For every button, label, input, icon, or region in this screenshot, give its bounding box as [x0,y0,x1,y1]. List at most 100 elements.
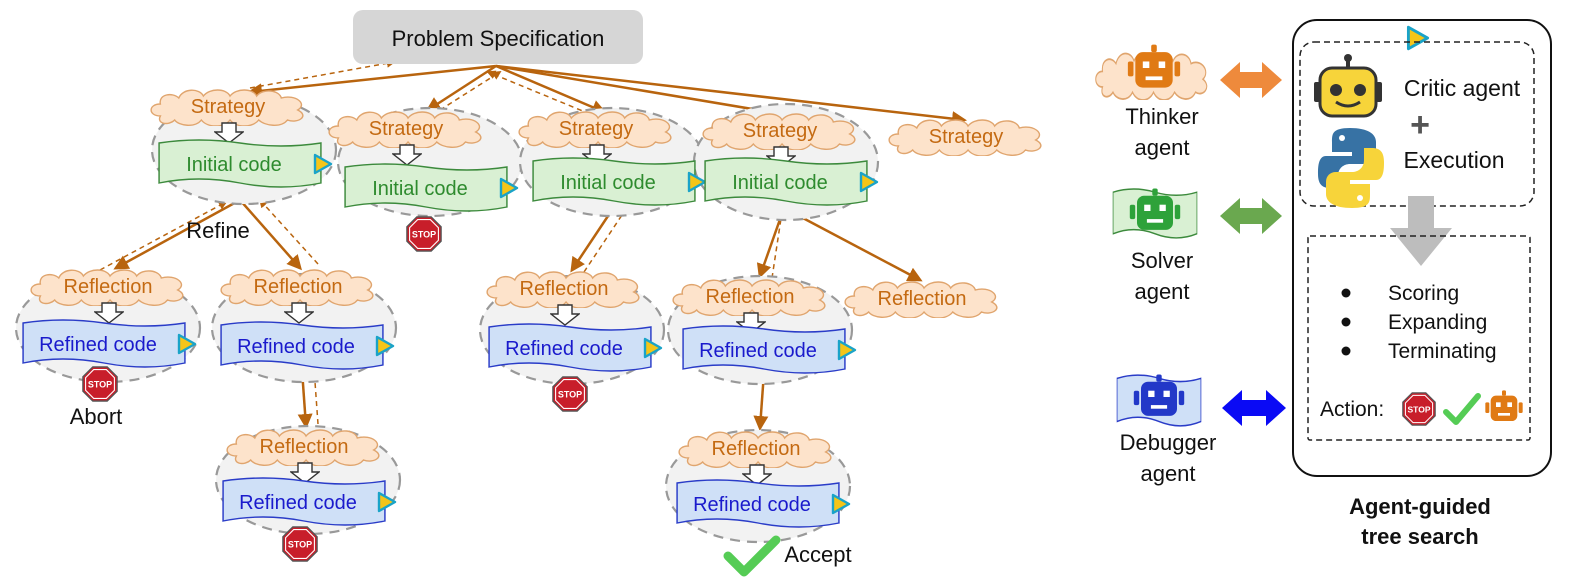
reflection-label: Reflection [520,278,609,300]
node-refined-code: Refined code [676,479,851,528]
refine-label: Refine [186,218,250,243]
tree-search-panel: Critic agent + Execution ScoringExpandin… [1292,19,1552,549]
node-reflection: Reflection [30,269,184,324]
edge-spec-strategy-1 [247,64,497,99]
problem-specification: Problem Specification [353,10,643,64]
reflection-label: Reflection [64,276,153,298]
reflection-label: Reflection [712,438,801,460]
stop-icon [552,376,588,412]
action-stop-icon [1402,392,1436,426]
edge-spec-strategy-3 [495,64,607,115]
node-strategy: Strategy [518,111,672,166]
reflection-label: Reflection [254,276,343,298]
solver-label-line1: Solver [1131,248,1193,273]
flow-down-arrow-icon [1390,196,1452,266]
thinker-label-line1: Thinker [1125,104,1198,129]
node-refined-code: Refined code [22,319,197,402]
problem-specification-label: Problem Specification [392,26,605,51]
edge-t3-reflection-back [583,204,629,273]
node-refined-code: Refined code [682,325,857,374]
thinker-double-arrow-icon [1220,62,1282,98]
reflection-label: Reflection [260,436,349,458]
strategy-label: Strategy [369,118,443,140]
edge-t1-reflection-1 [113,198,241,270]
accept-label: Accept [784,542,851,567]
bullet-icon [1341,346,1351,356]
thinker-agent: Thinker agent [1094,44,1282,160]
node-refined-code: Refined code [220,321,395,370]
plus-sign: + [1410,106,1430,144]
node-refined-code: Refined code [488,323,663,412]
edge-spec-strategy-1-back [249,58,396,89]
strategy-label: Strategy [743,120,817,142]
initial-code-label: Initial code [732,172,828,194]
critic-agent-label: Critic agent [1404,75,1521,101]
debugger-label-line1: Debugger [1120,430,1217,455]
reflection-label: Reflection [878,288,967,310]
node-initial-code: Initial code [158,139,333,188]
node-initial-code: Initial code [704,157,879,206]
execution-label: Execution [1403,147,1504,173]
stop-icon [282,526,318,562]
agents-legend: Thinker agent Solver agent Debugger agen… [1094,44,1286,486]
node-reflection: Reflection [226,429,380,484]
edge-spec-strategy-2 [425,64,497,112]
reflection-label: Reflection [706,286,795,308]
node-strategy: Strategy [888,119,1042,156]
action-label: Action: [1320,398,1384,421]
node-reflection: Reflection [672,279,826,334]
debugger-agent: Debugger agent [1116,374,1286,486]
accept-check-icon [723,535,781,577]
node-reflection: Reflection [220,269,374,324]
edge-spec-strategy-5 [495,64,967,127]
stop-icon [406,216,442,252]
panel-title-line1: Agent-guided [1349,494,1491,519]
node-reflection: Reflection [678,431,832,486]
action-item-terminating: Terminating [1388,340,1497,363]
node-reflection: Reflection [844,281,998,318]
edge-t1-reflection-2 [239,199,302,271]
edge-spec-strategy-3-back [486,70,591,115]
strategy-label: Strategy [191,96,265,118]
node-initial-code: Initial code [344,163,519,252]
refined-code-label: Refined code [39,334,157,356]
refined-code-label: Refined code [699,340,817,362]
edge-t3-reflection [570,209,614,273]
refined-code-label: Refined code [237,336,355,358]
edge-t4-reflection-2 [783,206,923,282]
strategy-label: Strategy [559,118,633,140]
bullet-icon [1341,317,1351,327]
edge-t1-reflection-1-back [99,201,228,271]
initial-code-label: Initial code [560,172,656,194]
actions-box [1307,235,1531,441]
debugger-double-arrow-icon [1222,390,1286,426]
debugger-label-line2: agent [1140,461,1195,486]
accept-marker: Accept [723,535,852,577]
initial-code-label: Initial code [372,178,468,200]
node-strategy: Strategy [702,113,856,168]
node-strategy: Strategy [328,111,482,166]
action-item-expanding: Expanding [1388,311,1487,334]
strategy-label: Strategy [929,126,1003,148]
initial-code-label: Initial code [186,154,282,176]
thinker-label-line2: agent [1134,135,1189,160]
stop-icon [82,366,118,402]
bullet-icon [1341,288,1351,298]
solver-agent: Solver agent [1112,188,1282,304]
solver-double-arrow-icon [1220,198,1282,234]
edge-spec-strategy-2-back [439,71,502,111]
action-item-scoring: Scoring [1388,282,1459,305]
action-accept-icon [1443,393,1481,425]
node-strategy: Strategy [150,89,304,144]
edge-t4-reflection-1-back [771,210,786,279]
critic-box [1299,41,1535,207]
node-reflection: Reflection [486,271,640,326]
critic-robot-icon [1314,54,1382,118]
node-refined-code: Refined code [222,477,397,562]
edge-spec-strategy-4 [495,64,785,120]
python-icon [1318,128,1384,208]
refined-code-label: Refined code [239,492,357,514]
